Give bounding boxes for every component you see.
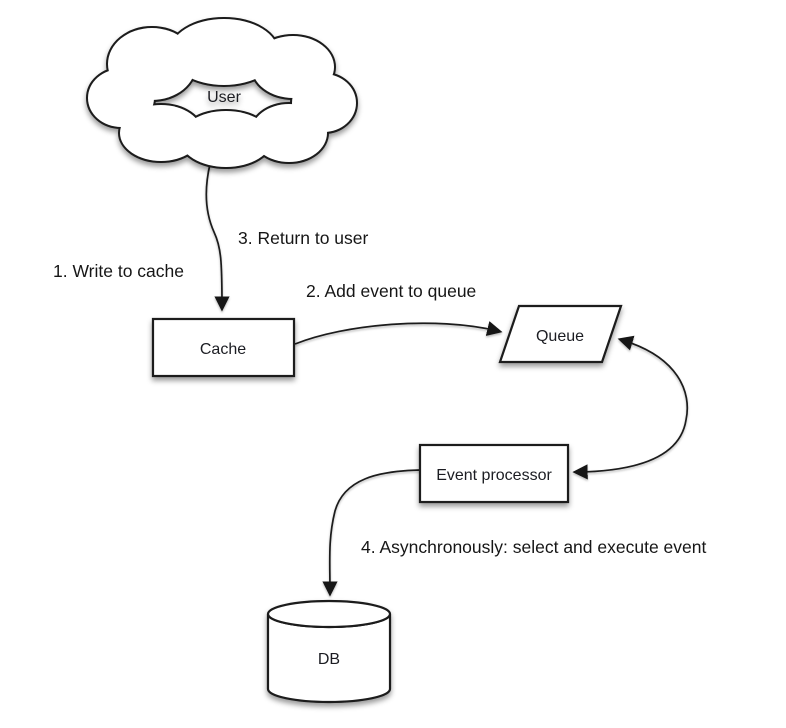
- cloud-shape: [86, 17, 358, 169]
- edges-layer: [205, 163, 689, 597]
- db-node-label: DB: [318, 651, 340, 668]
- edge-loop-to-queue: [617, 335, 689, 421]
- step-label-4: 4. Asynchronously: select and execute ev…: [361, 537, 706, 557]
- cache-node-label: Cache: [200, 341, 246, 358]
- db-node: DB: [266, 599, 392, 704]
- queue-node: Queue: [498, 304, 623, 364]
- edge-loop-to-event-processor: [572, 419, 687, 480]
- db-cylinder-top: [266, 599, 392, 629]
- cache-node: Cache: [151, 317, 296, 378]
- step-label-3: 3. Return to user: [238, 228, 369, 248]
- edge-cache-to-queue: [294, 321, 503, 345]
- event-processor-node: Event processor: [418, 443, 570, 504]
- step-label-1: 1. Write to cache: [53, 261, 184, 281]
- event-processor-box: [418, 443, 570, 504]
- user-cloud-node: User: [86, 17, 358, 169]
- step-label-2: 2. Add event to queue: [306, 281, 476, 301]
- event-processor-node-label: Event processor: [436, 467, 552, 484]
- edge-user-to-cache: [205, 163, 230, 312]
- queue-parallelogram: [498, 304, 623, 364]
- cache-box: [151, 317, 296, 378]
- user-node-label: User: [207, 89, 241, 106]
- edge-event-processor-to-db: [322, 469, 421, 597]
- queue-node-label: Queue: [536, 328, 584, 345]
